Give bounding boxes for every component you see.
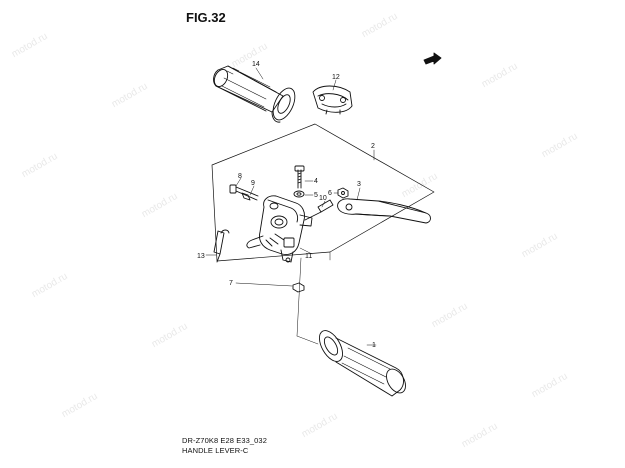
part-number-3: 3 [357, 181, 361, 188]
figure-name: HANDLE LEVER-C [182, 446, 249, 455]
nut-7 [292, 282, 305, 293]
figure-title: FIG.32 [186, 10, 226, 25]
washer-5 [293, 190, 305, 198]
nut-6 [337, 187, 349, 199]
left-grip-14 [213, 65, 296, 123]
part-number-5: 5 [314, 192, 318, 199]
part-number-12: 12 [332, 74, 340, 81]
part-number-8: 8 [238, 173, 242, 180]
part-number-14: 14 [252, 61, 260, 68]
lever-3 [337, 198, 431, 224]
part-number-9: 9 [251, 180, 255, 187]
part-number-7: 7 [229, 280, 233, 287]
part-number-4: 4 [314, 178, 318, 185]
assembly-outline-box [211, 123, 435, 262]
part-number-6: 6 [328, 190, 332, 197]
leader-lines [205, 67, 377, 346]
part-number-2: 2 [371, 143, 375, 150]
holder-12 [312, 85, 353, 115]
part-number-11: 11 [305, 253, 312, 260]
forward-arrow-icon [423, 52, 442, 65]
part-number-1: 1 [372, 342, 376, 349]
part-number-labels: 14 12 2 4 3 8 9 5 6 10 11 13 7 1 [197, 61, 376, 349]
figure-code: DR-Z70K8 E28 E33_032 [182, 436, 267, 445]
bolt-4 [294, 165, 305, 189]
nut-9 [241, 192, 251, 201]
screw-10 [304, 199, 334, 221]
right-grip-1 [319, 330, 406, 397]
part-number-13: 13 [197, 253, 205, 260]
bolt-8 [229, 184, 259, 201]
lever-housing [246, 195, 313, 263]
clamp-13 [213, 229, 230, 263]
part-number-10: 10 [319, 195, 327, 202]
